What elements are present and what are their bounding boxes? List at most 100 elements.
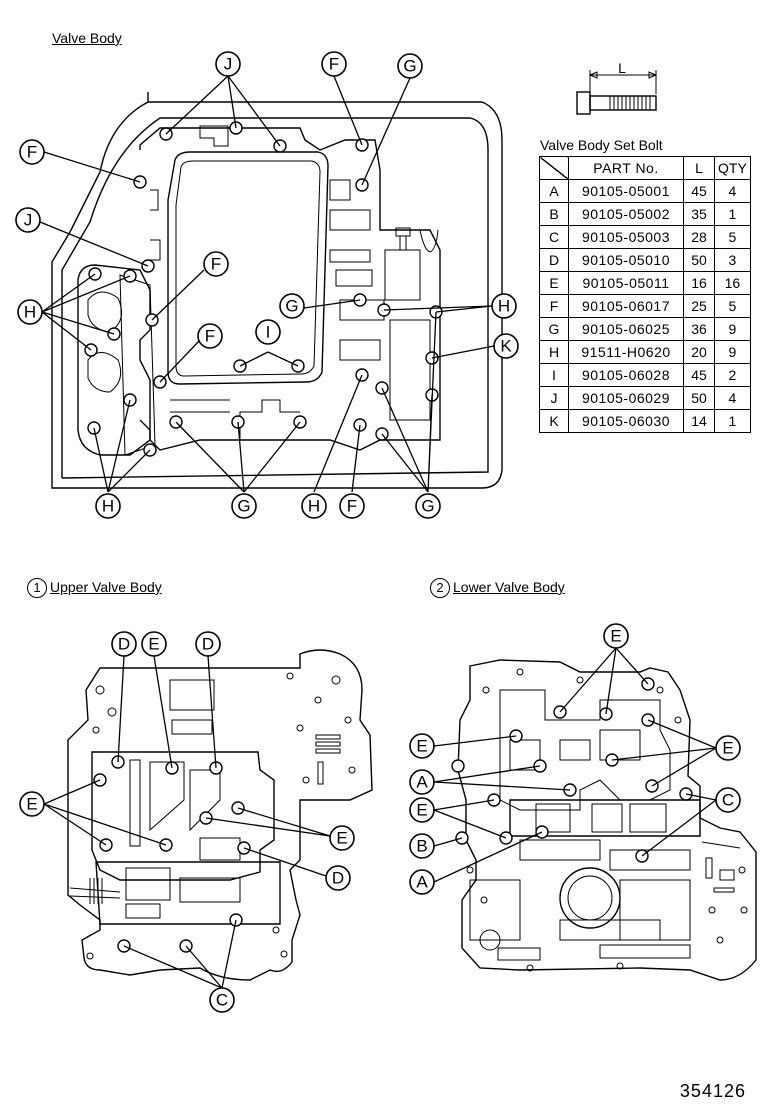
svg-text:H: H [308, 497, 320, 516]
length-label: L [618, 60, 626, 76]
svg-text:G: G [285, 297, 298, 316]
valve-body-leaders [39, 75, 495, 493]
bolt-length-cell: 50 [683, 248, 715, 272]
svg-text:J: J [24, 211, 33, 230]
callout-e-lower-right: E [715, 735, 741, 761]
callout-h-bottom-left: H [95, 493, 121, 519]
bolt-qty-cell: 3 [714, 248, 751, 272]
bolt-part-number-cell: 90105-05011 [568, 271, 684, 295]
svg-text:G: G [421, 497, 434, 516]
svg-text:K: K [500, 337, 512, 356]
bolt-table-caption: Valve Body Set Bolt [540, 137, 663, 153]
bolt-qty-cell: 16 [714, 271, 751, 295]
bolt-letter-cell: G [539, 317, 569, 341]
bolt-length-cell: 14 [683, 409, 715, 433]
bolt-part-number-cell: 90105-06030 [568, 409, 684, 433]
upper-number-badge: 1 [27, 578, 47, 598]
callout-e-lower-left-top: E [409, 733, 435, 759]
bolt-length-cell: 45 [683, 179, 715, 203]
callout-g-bottom-right: G [415, 493, 441, 519]
svg-text:D: D [202, 635, 214, 654]
svg-text:G: G [237, 497, 250, 516]
callout-group-lower: E E E A E C B A [409, 623, 741, 895]
svg-text:E: E [336, 829, 347, 848]
bolt-qty-cell: 4 [714, 179, 751, 203]
valve-body-bolts [84, 121, 443, 457]
bolt-letter-cell: I [539, 363, 569, 387]
callout-f-mid: F [203, 251, 229, 277]
svg-text:F: F [211, 255, 221, 274]
lower-valve-body-label: Lower Valve Body [453, 579, 565, 595]
bolt-qty-cell: 9 [714, 317, 751, 341]
bolt-table-corner-cell [539, 156, 569, 180]
svg-text:E: E [416, 737, 427, 756]
callout-f-lower: F [197, 323, 223, 349]
svg-text:G: G [403, 57, 416, 76]
callout-f-bottom: F [339, 493, 365, 519]
callout-e-lower-top: E [603, 623, 629, 649]
svg-text:F: F [205, 327, 215, 346]
bolt-part-number-cell: 90105-06028 [568, 363, 684, 387]
callout-e-lower-left-mid: E [409, 797, 435, 823]
bolt-letter-cell: K [539, 409, 569, 433]
callout-h-left: H [17, 299, 43, 325]
svg-text:J: J [224, 55, 233, 74]
callout-d-upper-right: D [195, 631, 221, 657]
svg-text:B: B [416, 837, 427, 856]
svg-text:D: D [332, 869, 344, 888]
bolt-qty-cell: 9 [714, 340, 751, 364]
bolt-part-number-cell: 90105-05003 [568, 225, 684, 249]
bolt-letter-cell: F [539, 294, 569, 318]
callout-e-upper-left: E [19, 791, 45, 817]
lower-number-badge: 2 [430, 578, 450, 598]
lower-valve-body-drawing [451, 659, 757, 981]
callout-e-upper-top: E [141, 631, 167, 657]
bolt-part-number-cell: 90105-05001 [568, 179, 684, 203]
callout-a-lower-top: A [409, 769, 435, 795]
bolt-length-cell: 16 [683, 271, 715, 295]
callout-g-top: G [397, 53, 423, 79]
lower-valve-body-leaders [433, 647, 717, 883]
callout-b-lower: B [409, 833, 435, 859]
callout-e-upper-right: E [329, 825, 355, 851]
svg-text:A: A [416, 773, 428, 792]
callout-g-mid: G [279, 293, 305, 319]
svg-text:I: I [266, 323, 271, 342]
callout-a-lower-bottom: A [409, 869, 435, 895]
bolt-part-number-cell: 90105-06017 [568, 294, 684, 318]
bolt-length-cell: 36 [683, 317, 715, 341]
callout-i: I [255, 319, 281, 345]
valve-body-title: Valve Body [52, 30, 122, 46]
bolt-letter-cell: A [539, 179, 569, 203]
callout-g-bottom: G [231, 493, 257, 519]
upper-valve-body-label: Upper Valve Body [50, 579, 162, 595]
callout-j-top: J [215, 51, 241, 77]
callout-group-top: J F G F J F G H F I H K H G H F G [15, 51, 519, 519]
callout-h-bottom: H [301, 493, 327, 519]
callout-h-right: H [491, 293, 517, 319]
bolt-qty-cell: 2 [714, 363, 751, 387]
svg-text:H: H [24, 303, 36, 322]
bolt-length-cell: 50 [683, 386, 715, 410]
upper-valve-body-leaders [43, 655, 331, 989]
svg-text:H: H [102, 497, 114, 516]
bolt-part-number-cell: 91511-H0620 [568, 340, 684, 364]
callout-c-lower: C [715, 787, 741, 813]
bolt-qty-cell: 1 [714, 202, 751, 226]
bolt-part-number-cell: 90105-05002 [568, 202, 684, 226]
callout-j-left: J [15, 207, 41, 233]
callout-d-upper-left: D [111, 631, 137, 657]
bolt-qty-cell: 5 [714, 225, 751, 249]
svg-text:E: E [416, 801, 427, 820]
